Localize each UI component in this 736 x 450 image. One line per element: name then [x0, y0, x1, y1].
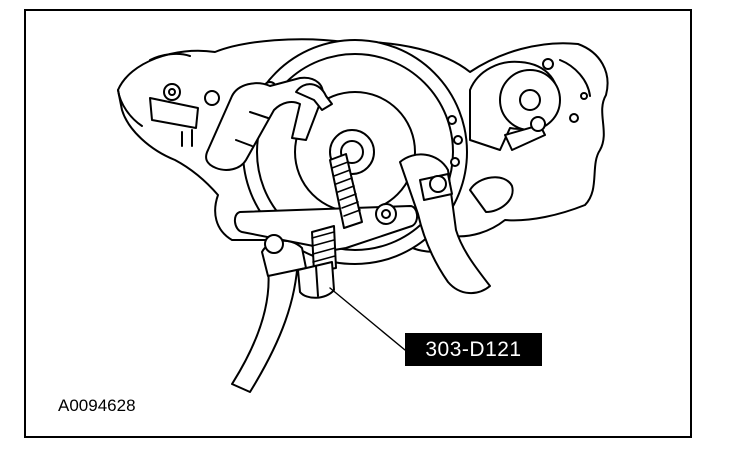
bracket-hole	[580, 92, 588, 100]
upper-jaw-tip	[295, 83, 333, 111]
pulley-hole	[450, 157, 460, 167]
tensioner-hub	[519, 89, 541, 111]
left-bolt-inner	[168, 88, 176, 96]
pulley-hole	[453, 135, 463, 145]
crank-bore	[340, 140, 364, 164]
lower-jaw	[231, 257, 299, 393]
forcing-screw-upper	[329, 153, 363, 229]
screw-head-facet	[315, 265, 319, 297]
screw-threads-lower	[311, 231, 336, 263]
left-sensor	[149, 97, 199, 129]
figure-id-label: A0094628	[58, 396, 136, 415]
pulley-rim	[256, 53, 454, 251]
leader-line	[329, 287, 406, 351]
pulley-hole	[447, 115, 457, 125]
left-sensor-bolts	[181, 129, 193, 147]
upper-jaw-detail	[235, 111, 269, 147]
lower-right-mount	[469, 176, 514, 213]
yoke-bolt-inner	[381, 209, 391, 219]
left-bolt	[204, 90, 220, 106]
bracket-hole	[542, 58, 554, 70]
screw-threads-upper	[331, 161, 361, 217]
right-jaw-bolt-head	[429, 175, 447, 193]
bracket-bolt	[530, 116, 546, 132]
upper-jaw	[205, 76, 324, 171]
tool-number-callout: 303-D121	[405, 333, 542, 366]
bracket-hole	[569, 113, 579, 123]
housing-edge	[117, 52, 591, 127]
yoke-bolt	[264, 234, 284, 254]
